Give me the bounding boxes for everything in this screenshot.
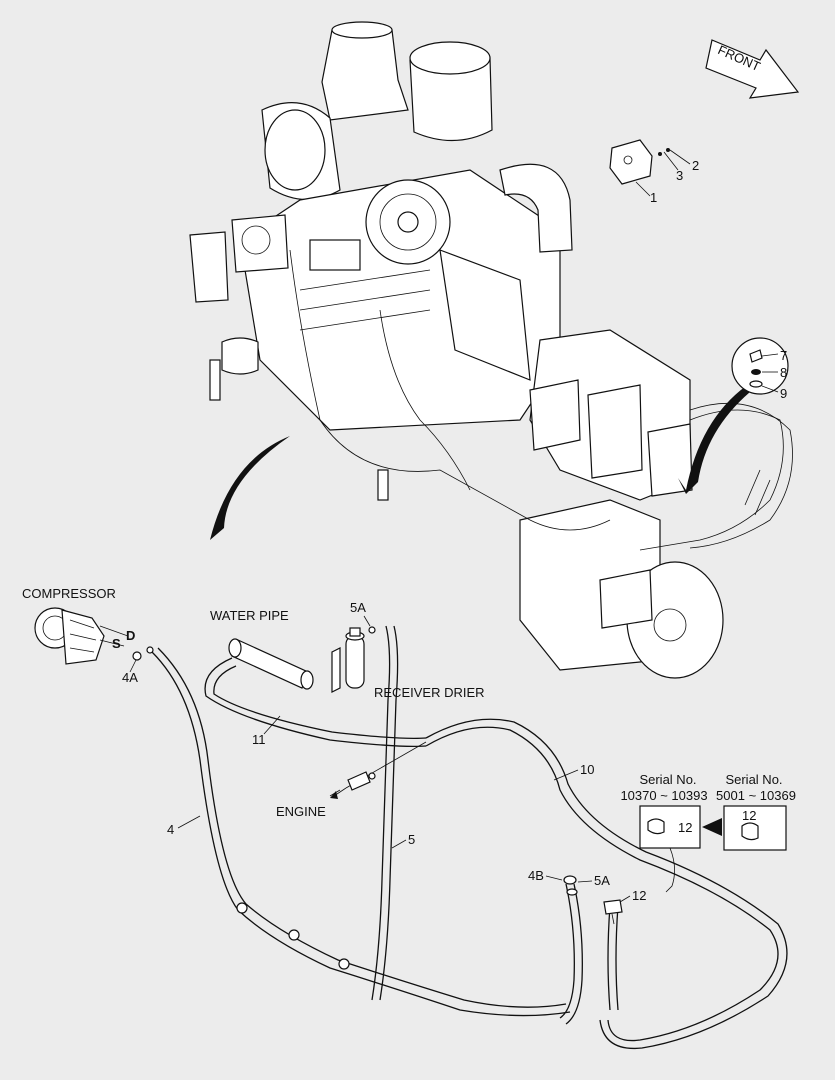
callout-7: 7 [780, 348, 787, 363]
callout-9: 9 [780, 386, 787, 401]
serial-box-b: Serial No. 5001 ~ 10369 12 [716, 772, 796, 851]
hose-5 [371, 625, 391, 1001]
callout-12: 12 [632, 888, 646, 903]
callout-4a: 4A [122, 670, 138, 685]
hose-clamps [236, 902, 350, 970]
front-arrow: FRONT [705, 39, 800, 99]
engine-label: ENGINE [276, 804, 326, 819]
callout-8: 8 [780, 365, 787, 380]
callout-1: 1 [650, 190, 657, 205]
callout-4: 4 [167, 822, 174, 837]
serial-a-title: Serial No. [639, 772, 696, 787]
engine-assembly [189, 21, 793, 679]
receiver-drier [331, 627, 365, 693]
callout-11: 11 [252, 732, 266, 747]
port-s-label: S [112, 636, 121, 651]
view-arrow-left [204, 436, 290, 540]
serial-a-range: 10370 ~ 10393 [620, 788, 707, 803]
serial-b-range: 5001 ~ 10369 [716, 788, 796, 803]
bolt-detail [731, 337, 789, 395]
hose-11 [204, 657, 427, 748]
compressor-label: COMPRESSOR [22, 586, 116, 601]
view-arrow-right [678, 386, 750, 494]
port-d-label: D [126, 628, 135, 643]
water-pipe [228, 638, 314, 690]
callout-5a-top: 5A [350, 600, 366, 615]
receiver-drier-label: RECEIVER DRIER [374, 685, 485, 700]
callout-5: 5 [408, 832, 415, 847]
hose-4-a [151, 651, 571, 1017]
hose-4-b [157, 647, 567, 1008]
callout-4b: 4B [528, 868, 544, 883]
hose-10 [425, 726, 779, 1042]
serial-b-title: Serial No. [725, 772, 782, 787]
callout-3: 3 [676, 168, 683, 183]
callout-12-box-a: 12 [678, 820, 692, 835]
serial-box-a: Serial No. 10370 ~ 10393 12 [620, 772, 708, 849]
callout-12-box-b: 12 [742, 808, 756, 823]
compressor [34, 607, 129, 665]
serial-pointer-arrow [702, 818, 722, 836]
callout-2: 2 [692, 158, 699, 173]
callout-10: 10 [580, 762, 594, 777]
callout-5a-bottom: 5A [594, 873, 610, 888]
water-pipe-label: WATER PIPE [210, 608, 289, 623]
